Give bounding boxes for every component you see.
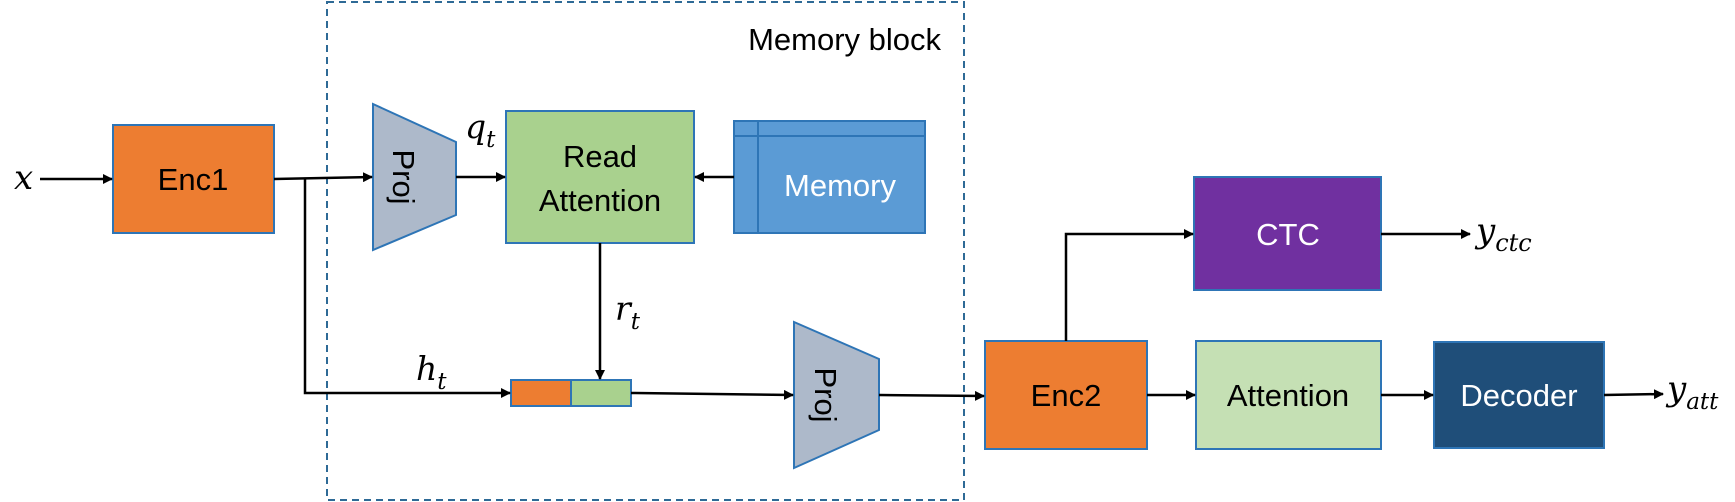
symbol-h-sub: t	[437, 369, 447, 395]
arrow-proj-to-enc2	[878, 390, 985, 401]
arrow-concat-to-proj	[630, 389, 794, 400]
proj-bottom-label: Proj	[808, 367, 843, 422]
arrow-enc1-to-proj	[273, 172, 373, 183]
symbol-q-sub: t	[486, 127, 496, 153]
memory-block-title: Memory block	[748, 22, 941, 57]
ctc-label: CTC	[1256, 217, 1320, 252]
connector-enc2-to-ctc	[1064, 229, 1194, 341]
attention-box	[1195, 340, 1382, 450]
read-attention-label-line2: Attention	[539, 183, 661, 218]
symbol-q-base: q	[465, 107, 486, 146]
concat-left-segment	[510, 379, 572, 407]
memory-label: Memory	[784, 168, 896, 203]
symbol-x: x	[14, 158, 33, 198]
symbol-y-ctc-base: y	[1474, 211, 1496, 251]
symbol-h-base: h	[416, 349, 437, 388]
symbol-y-ctc-sub: ctc	[1495, 229, 1532, 257]
symbol-y-att: yatt	[1665, 369, 1719, 415]
read-attention-label-line1: Read	[563, 139, 637, 174]
proj-top-trapezoid	[372, 102, 457, 252]
enc1-label: Enc1	[158, 162, 229, 197]
enc2-label: Enc2	[1031, 378, 1102, 413]
proj-bottom-trapezoid	[793, 320, 880, 470]
symbol-y-att-sub: att	[1686, 389, 1719, 415]
enc2-box	[984, 340, 1148, 450]
symbol-r-base: r	[615, 289, 633, 328]
symbol-r-sub: t	[631, 309, 641, 335]
symbol-y-ctc: yctc	[1474, 211, 1532, 257]
connector-enc1-down-to-ht	[303, 179, 511, 398]
symbol-y-att-base: y	[1665, 369, 1687, 409]
symbol-h-t: ht	[416, 349, 447, 395]
symbol-q-t: qt	[465, 107, 496, 153]
symbol-r-t: rt	[615, 289, 641, 335]
memory-block-border	[326, 1, 965, 501]
read-attention-box	[505, 110, 695, 244]
concat-right-segment	[570, 379, 632, 407]
ctc-box	[1193, 176, 1382, 291]
attention-label: Attention	[1227, 378, 1349, 413]
proj-top-label: Proj	[386, 149, 421, 204]
arrow-decoder-to-output	[1603, 389, 1664, 400]
decoder-label: Decoder	[1460, 378, 1577, 413]
